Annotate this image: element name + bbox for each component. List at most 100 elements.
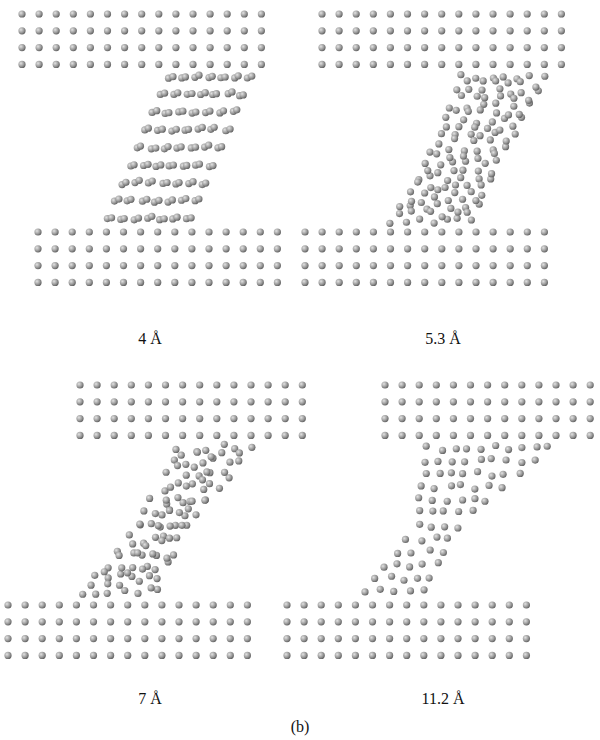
atom — [427, 184, 434, 191]
atom — [472, 245, 479, 252]
atom — [4, 635, 11, 642]
atom — [463, 445, 470, 452]
atom — [247, 415, 254, 422]
atom — [421, 228, 428, 235]
atom — [174, 89, 181, 96]
atom — [53, 10, 60, 17]
atom — [192, 511, 199, 518]
atom — [491, 150, 498, 157]
atom — [450, 415, 457, 422]
atom — [207, 27, 214, 34]
atom — [230, 398, 237, 405]
atom — [196, 161, 203, 168]
atom — [209, 162, 216, 169]
atom — [22, 635, 29, 642]
atom — [90, 635, 97, 642]
atom — [247, 381, 254, 388]
atom — [179, 108, 186, 115]
atom — [257, 279, 264, 286]
atom — [222, 73, 229, 80]
atom — [433, 415, 440, 422]
atom — [120, 279, 127, 286]
atom — [128, 398, 135, 405]
atom — [188, 214, 195, 221]
atom — [107, 618, 114, 625]
atom — [87, 27, 94, 34]
atom — [415, 494, 422, 501]
atom — [455, 262, 462, 269]
atom — [587, 381, 594, 388]
atom — [115, 552, 122, 559]
atom — [388, 573, 395, 580]
atom — [416, 415, 423, 422]
atom — [408, 207, 415, 214]
atom — [428, 524, 435, 531]
atom — [501, 398, 508, 405]
atom — [459, 470, 466, 477]
atom — [205, 142, 212, 149]
atom — [370, 262, 377, 269]
atom — [148, 520, 155, 527]
atom — [454, 524, 461, 531]
atom — [518, 432, 525, 439]
atom — [431, 219, 438, 226]
atom — [163, 179, 170, 186]
atom — [179, 499, 186, 506]
atom — [353, 44, 360, 51]
atom — [188, 90, 195, 97]
atom — [128, 432, 135, 439]
atom — [587, 415, 594, 422]
atom — [460, 116, 467, 123]
atom — [335, 652, 342, 659]
atom — [484, 432, 491, 439]
atom — [336, 44, 343, 51]
atom — [437, 470, 444, 477]
atom — [387, 61, 394, 68]
atom — [230, 415, 237, 422]
atom — [399, 381, 406, 388]
atom — [399, 398, 406, 405]
atom — [444, 498, 451, 505]
atom — [407, 188, 414, 195]
atom — [467, 432, 474, 439]
atom — [318, 44, 325, 51]
atom — [416, 215, 423, 222]
atom — [459, 167, 466, 174]
atom — [87, 10, 94, 17]
atom — [173, 126, 180, 133]
atom — [451, 189, 458, 196]
atom — [162, 381, 169, 388]
atom — [449, 458, 456, 465]
atom — [490, 279, 497, 286]
atom — [421, 44, 428, 51]
atom — [203, 468, 210, 475]
atom — [22, 601, 29, 608]
atom — [541, 228, 548, 235]
gap-width-label: 7 Å — [138, 690, 162, 708]
atom — [500, 73, 507, 80]
atom — [319, 262, 326, 269]
atom — [497, 92, 504, 99]
atom — [171, 245, 178, 252]
atom — [507, 228, 514, 235]
atom — [152, 144, 159, 151]
atom — [176, 509, 183, 516]
atom — [18, 10, 25, 17]
atom — [274, 228, 281, 235]
atom — [248, 73, 255, 80]
atom — [172, 10, 179, 17]
atom — [200, 486, 207, 493]
atom — [507, 27, 514, 34]
atom — [437, 652, 444, 659]
atom — [510, 95, 517, 102]
atom — [18, 27, 25, 34]
atom — [220, 107, 227, 114]
atom — [69, 228, 76, 235]
atom — [174, 214, 181, 221]
atom — [507, 279, 514, 286]
atom — [240, 228, 247, 235]
atom — [465, 108, 472, 115]
atom — [440, 549, 447, 556]
atom — [472, 618, 479, 625]
atom — [124, 635, 131, 642]
